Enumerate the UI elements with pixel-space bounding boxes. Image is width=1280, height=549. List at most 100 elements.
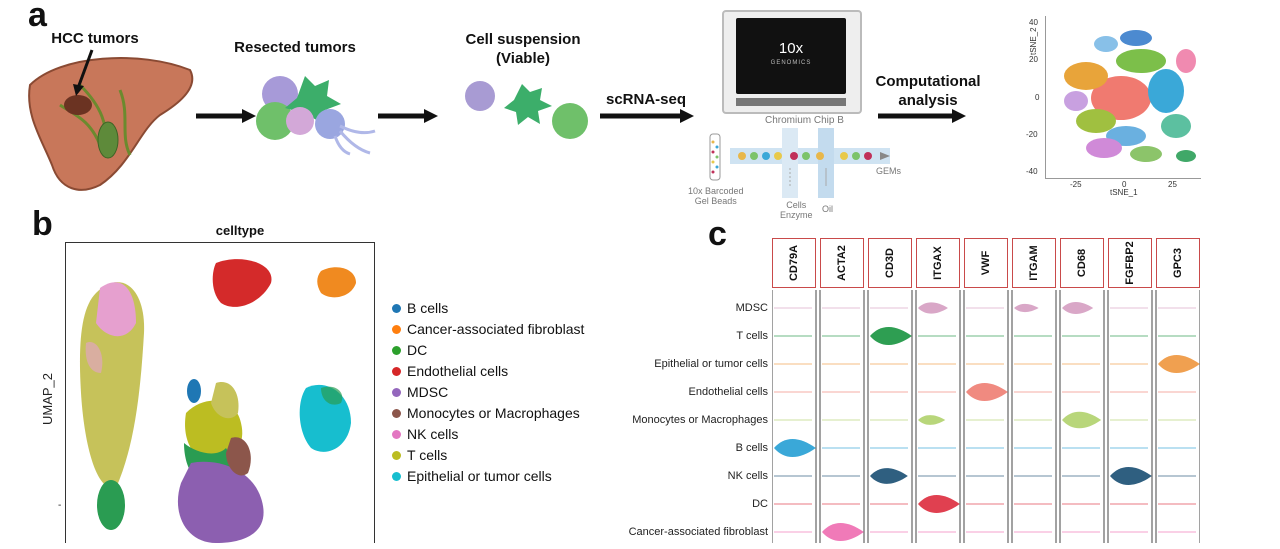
legend-label: DC [407, 342, 428, 358]
tsne-xtick-0: -25 [1070, 180, 1082, 189]
gene-header: CD79A [772, 238, 816, 288]
gene-header: ACTA2 [820, 238, 864, 288]
gene-header: CD3D [868, 238, 912, 288]
violin-shape [1062, 411, 1102, 429]
celltype-label: Cancer-associated fibroblast [628, 526, 768, 538]
cell-suspension-line1: Cell suspension [465, 31, 581, 48]
legend-swatch [392, 324, 401, 334]
cells-label-line1: Cells [786, 200, 807, 210]
computational-line1: Computational [875, 73, 981, 90]
legend-label: MDSC [407, 384, 449, 400]
umap-legend: B cells Cancer-associated fibroblast DC … [392, 300, 622, 495]
instrument-screen: 10x GENOMICS [736, 18, 846, 94]
celltype-label: Epithelial or tumor cells [654, 358, 768, 370]
umap-clusters [79, 259, 356, 543]
tsne-ytick-4: -40 [1026, 167, 1038, 176]
gene-header: FGFBP2 [1108, 238, 1152, 288]
violin-shape [1062, 302, 1094, 314]
cells-label-line2: Enzyme [780, 210, 813, 220]
gene-label: VWF [980, 250, 992, 276]
legend-item: T cells [392, 447, 447, 463]
instrument-tray [736, 98, 846, 106]
gene-label: ACTA2 [836, 245, 848, 281]
legend-item: Epithelial or tumor cells [392, 468, 552, 484]
legend-label: T cells [407, 447, 448, 463]
legend-label: Endothelial cells [407, 363, 509, 379]
legend-label: B cells [407, 300, 449, 316]
resected-cells-illustration [256, 76, 376, 156]
hcc-tumors-label: HCC tumors [51, 30, 139, 47]
celltype-label: Endothelial cells [688, 386, 769, 398]
flow-arrow-1 [196, 109, 256, 123]
umap-ylabel: UMAP_2 [40, 372, 55, 425]
gems-label: GEMs [876, 166, 902, 176]
legend-swatch [392, 471, 401, 481]
legend-label: Epithelial or tumor cells [407, 468, 552, 484]
cell-suspension-line2: (Viable) [496, 50, 550, 67]
panel-letter-a: a [28, 0, 47, 34]
legend-item: Monocytes or Macrophages [392, 405, 580, 421]
celltype-label: Monocytes or Macrophages [632, 414, 768, 426]
tenx-logo-text: 10x [778, 40, 804, 57]
gene-label: GPC3 [1172, 248, 1184, 278]
legend-item: B cells [392, 300, 448, 316]
beads-label-line1: 10x Barcoded [688, 186, 744, 196]
tsne-ytick-3: -20 [1026, 130, 1038, 139]
gene-label: ITGAM [1028, 245, 1040, 281]
violin-shape [918, 415, 946, 425]
cells-enzyme-label: Cells Enzyme [780, 200, 813, 220]
suspension-cells-illustration [465, 81, 588, 139]
hcc-pointer-arrow [73, 49, 94, 96]
legend-item: MDSC [392, 384, 448, 400]
gene-label: CD3D [884, 248, 896, 278]
gene-header-row: CD79A ACTA2 CD3D ITGAX VWF ITGAM CD68 FG… [772, 238, 1200, 290]
legend-swatch [392, 429, 401, 439]
celltype-label: MDSC [735, 302, 768, 314]
legend-item: NK cells [392, 426, 458, 442]
legend-swatch [392, 345, 401, 355]
legend-item: DC [392, 342, 427, 358]
chromium-instrument: 10x GENOMICS [722, 10, 862, 114]
umap-plot-area [65, 242, 375, 543]
computational-analysis-label: Computational analysis [866, 72, 990, 110]
beads-label-line2: Gel Beads [694, 196, 737, 206]
violin-shape [870, 327, 912, 345]
tsne-ylabel: tSNE_2 [1029, 27, 1038, 55]
legend-swatch [392, 366, 401, 376]
violin-plot [772, 290, 1200, 543]
gene-label: ITGAX [932, 246, 944, 280]
liver-illustration [28, 57, 194, 191]
gene-header: GPC3 [1156, 238, 1200, 288]
cell-suspension-label: Cell suspension (Viable) [448, 30, 598, 68]
gene-header: ITGAM [1012, 238, 1056, 288]
gene-label: FGFBP2 [1124, 241, 1136, 285]
umap-title: celltype [215, 223, 265, 238]
legend-swatch [392, 450, 401, 460]
gene-label: CD79A [788, 244, 800, 282]
celltype-label: T cells [736, 330, 768, 342]
chip-diagram [709, 128, 890, 198]
tsne-xtick-1: 0 [1122, 180, 1127, 189]
scrna-seq-label: scRNA-seq [605, 91, 687, 108]
umap-ytick: - [58, 500, 62, 511]
tsne-plot-area [1045, 16, 1201, 179]
tsne-xlabel: tSNE_1 [1110, 188, 1138, 197]
celltype-label: B cells [735, 442, 768, 454]
violin-shape [774, 439, 816, 457]
gene-header: VWF [964, 238, 1008, 288]
violin-shape [966, 383, 1008, 401]
tsne-xtick-2: 25 [1168, 180, 1177, 189]
legend-swatch [392, 303, 401, 313]
celltype-label: DC [752, 498, 768, 510]
flow-arrow-3 [600, 109, 694, 123]
violin-shape [1014, 303, 1039, 313]
legend-swatch [392, 387, 401, 397]
gene-header: ITGAX [916, 238, 960, 288]
violin-shape [1110, 467, 1152, 485]
legend-item: Endothelial cells [392, 363, 508, 379]
violin-shape [822, 523, 864, 541]
gene-header: CD68 [1060, 238, 1104, 288]
celltype-labels: MDSC T cells Epithelial or tumor cells E… [560, 290, 768, 543]
violin-shape [918, 302, 948, 314]
tsne-ytick-0: 40 [1029, 18, 1038, 27]
